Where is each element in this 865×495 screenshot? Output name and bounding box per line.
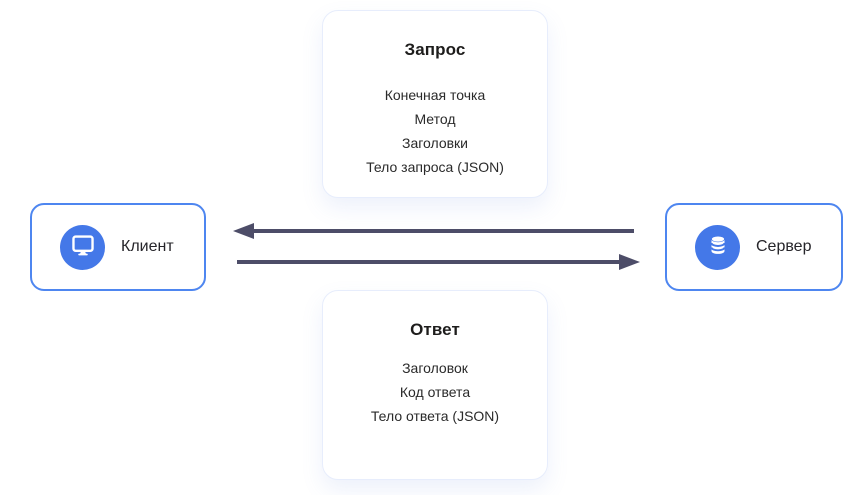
response-card-title: Ответ — [410, 320, 460, 339]
client-node: Клиент — [30, 203, 206, 291]
client-icon-circle — [60, 224, 105, 270]
request-item: Метод — [414, 111, 456, 127]
response-item: Заголовок — [402, 360, 468, 376]
database-icon — [705, 232, 731, 263]
response-item: Тело ответа (JSON) — [370, 408, 500, 424]
response-card-items: Заголовок Код ответа Тело ответа (JSON) — [323, 356, 547, 428]
request-card-title: Запрос — [404, 40, 466, 59]
request-item: Тело запроса (JSON) — [366, 159, 504, 175]
response-card: Ответ Заголовок Код ответа Тело ответа (… — [322, 290, 548, 480]
request-card: Запрос Конечная точка Метод Заголовки Те… — [322, 10, 548, 198]
response-item: Код ответа — [399, 384, 471, 400]
monitor-icon — [70, 232, 96, 263]
server-label: Сервер — [756, 238, 812, 255]
request-item: Конечная точка — [384, 87, 486, 103]
server-icon-circle — [695, 224, 740, 270]
request-card-items: Конечная точка Метод Заголовки Тело запр… — [323, 83, 547, 179]
request-item: Заголовки — [401, 135, 468, 151]
arrow-client-to-server — [237, 254, 640, 270]
server-node: Сервер — [665, 203, 843, 291]
client-label: Клиент — [121, 238, 174, 255]
arrow-server-to-client — [233, 223, 634, 239]
